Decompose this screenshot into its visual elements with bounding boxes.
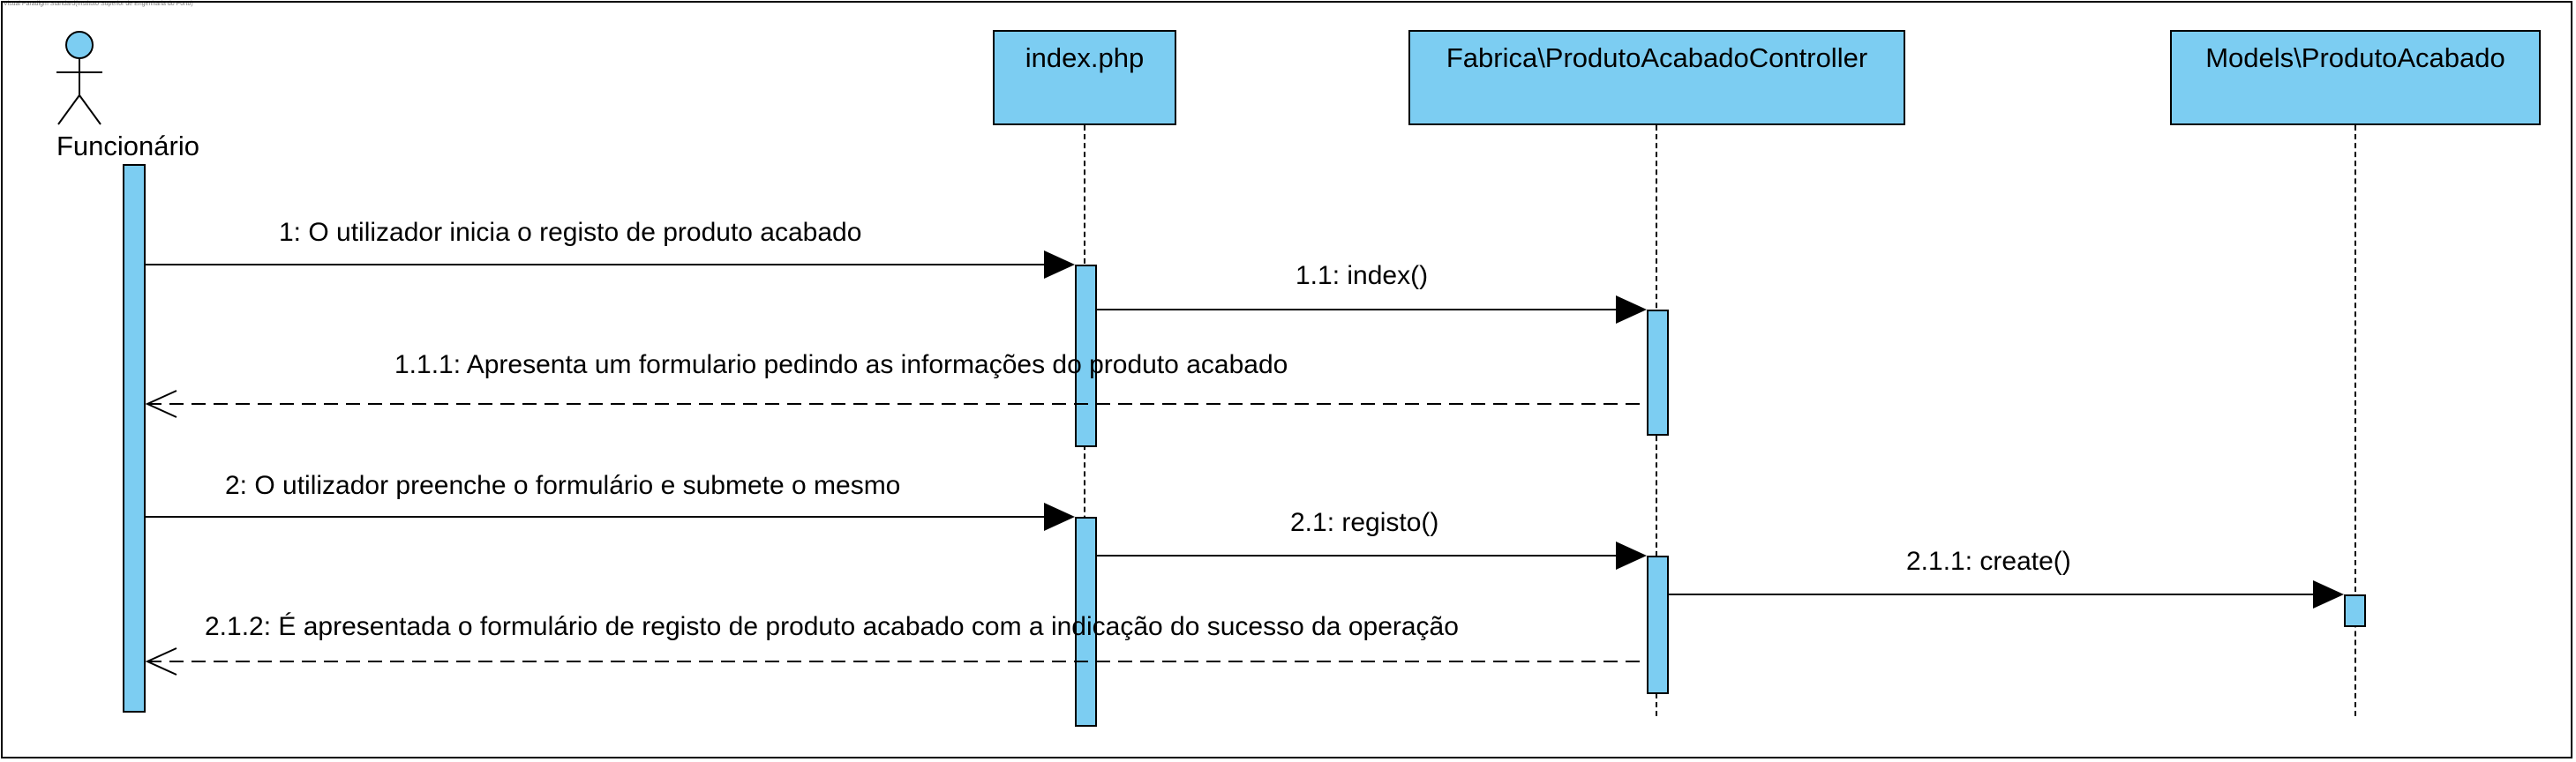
activation-model [2344, 594, 2366, 627]
lifeline-head-model: Models\ProdutoAcabado [2170, 30, 2541, 125]
actor-label: Funcionário [56, 131, 199, 161]
actor-figure-icon [56, 31, 102, 125]
arrowhead-2-1-1 [2313, 580, 2344, 609]
lifeline-head-controller: Fabrica\ProdutoAcabadoController [1408, 30, 1905, 125]
arrowhead-2 [1044, 503, 1075, 531]
message-label-1: 1: O utilizador inicia o registo de prod… [279, 218, 862, 247]
lifeline-head-index-php: index.php [993, 30, 1176, 125]
activation-actor [123, 164, 146, 713]
activation-controller-1 [1647, 310, 1669, 436]
watermark: Visual Paradigm Standard(Instituto Super… [4, 1, 193, 7]
lifeline-model [2354, 125, 2356, 716]
message-label-2: 2: O utilizador preenche o formulário e … [225, 471, 901, 500]
message-label-2-1-1: 2.1.1: create() [1906, 547, 2071, 576]
arrowhead-1 [1044, 250, 1075, 279]
activation-controller-2 [1647, 556, 1669, 694]
message-label-2-1: 2.1: registo() [1290, 508, 1439, 537]
activation-index-2 [1075, 517, 1097, 727]
arrowhead-2-1-2 [145, 647, 177, 676]
arrowhead-1-1-1 [145, 390, 177, 418]
activation-index-1 [1075, 265, 1097, 447]
message-label-1-1: 1.1: index() [1296, 261, 1429, 290]
arrowhead-1-1 [1616, 295, 1647, 324]
arrowhead-2-1 [1616, 542, 1647, 570]
message-label-2-1-2: 2.1.2: É apresentada o formulário de reg… [205, 612, 1459, 641]
message-label-1-1-1: 1.1.1: Apresenta um formulario pedindo a… [394, 350, 1288, 379]
